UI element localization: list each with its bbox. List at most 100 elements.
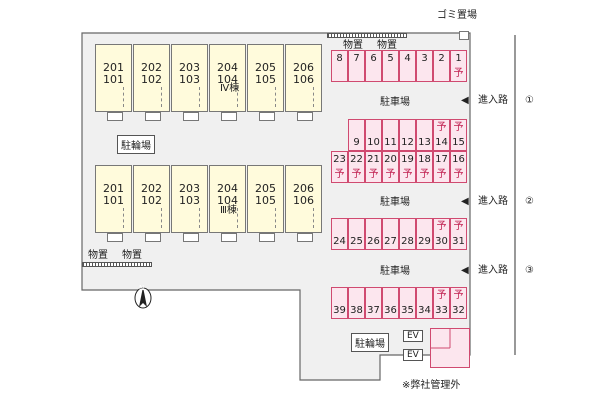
reserved-mark: 予 — [436, 290, 447, 301]
parking-space-13: 13 — [416, 119, 433, 151]
parking-space-3: 3 — [416, 50, 433, 82]
entrance-2-number: ② — [525, 196, 534, 207]
bicycle-parking-2: 駐輪場 — [351, 333, 389, 352]
parking-space-2: 2 — [433, 50, 450, 82]
parking-space-number: 32 — [452, 305, 465, 316]
parking-space-number: 17 — [435, 154, 448, 165]
reserved-mark: 予 — [368, 169, 379, 180]
parking-space-number: 37 — [367, 305, 380, 316]
parking-space-number: 36 — [384, 305, 397, 316]
unit-lower-number: 101 — [103, 73, 124, 86]
unit-lower-number: 103 — [179, 73, 200, 86]
parking-space-21: 予 21 — [365, 151, 382, 183]
entrance-3-arrow-icon: ◀ — [461, 265, 469, 276]
building-iii-unit-step — [107, 233, 123, 242]
unit-upper-number: 201 — [103, 61, 124, 74]
unit-upper-number: 204 — [217, 182, 238, 195]
unit-lower-number: 103 — [179, 194, 200, 207]
unit-lower-number: 106 — [293, 194, 314, 207]
parking-3-label: 駐車場 — [380, 266, 410, 277]
parking-space-number: 39 — [333, 305, 346, 316]
parking-space-number: 9 — [353, 137, 360, 148]
entrance-1-label: 進入路 — [478, 95, 508, 106]
building-iv-unit-step — [221, 112, 237, 121]
parking-space-number: 6 — [370, 53, 377, 64]
parking-space-8: 8 — [331, 50, 348, 82]
parking-space-number: 10 — [367, 137, 380, 148]
parking-space-10: 10 — [365, 119, 382, 151]
reserved-mark: 予 — [334, 169, 345, 180]
building-iv-unit-step — [183, 112, 199, 121]
parking-1-label: 駐車場 — [380, 97, 410, 108]
building-iv-unit-step — [259, 112, 275, 121]
parking-space-4: 4 — [399, 50, 416, 82]
building-iv-unit-step — [297, 112, 313, 121]
entrance-1-number: ① — [525, 95, 534, 106]
parking-space-number: 33 — [435, 305, 448, 316]
parking-space-number: 5 — [387, 53, 394, 64]
parking-space-number: 7 — [353, 53, 360, 64]
ev-2: EV — [403, 349, 423, 361]
parking-space-number: 12 — [401, 137, 414, 148]
reserved-mark: 予 — [436, 122, 447, 133]
reserved-mark: 予 — [402, 169, 413, 180]
ev-parking-area — [430, 328, 470, 368]
entrance-2-label: 進入路 — [478, 196, 508, 207]
storage-top-a: 物置 — [343, 40, 363, 51]
parking-space-39: 39 — [331, 287, 348, 319]
parking-space-29: 29 — [416, 218, 433, 250]
garbage-label: ゴミ置場 — [437, 10, 477, 21]
unit-lower-number: 102 — [141, 194, 162, 207]
parking-space-number: 25 — [350, 236, 363, 247]
north-arrow-icon — [134, 287, 152, 309]
parking-space-number: 1 — [455, 53, 462, 64]
parking-space-number: 3 — [421, 53, 428, 64]
ev-1: EV — [403, 330, 423, 342]
parking-space-number: 30 — [435, 236, 448, 247]
north-label: N — [139, 284, 145, 292]
entrance-1-arrow-icon: ◀ — [461, 95, 469, 106]
management-note: ※弊社管理外 — [402, 380, 461, 391]
parking-space-number: 19 — [401, 154, 414, 165]
building-iii-unit-step — [259, 233, 275, 242]
reserved-mark: 予 — [385, 169, 396, 180]
storage-top-hatch — [327, 33, 407, 38]
unit-upper-number: 206 — [293, 61, 314, 74]
reserved-mark: 予 — [436, 169, 447, 180]
parking-space-19: 予 19 — [399, 151, 416, 183]
parking-space-number: 23 — [333, 154, 346, 165]
parking-space-37: 37 — [365, 287, 382, 319]
storage-bottom-a: 物置 — [88, 250, 108, 261]
parking-space-26: 26 — [365, 218, 382, 250]
unit-lower-number: 102 — [141, 73, 162, 86]
reserved-mark: 予 — [453, 122, 464, 133]
parking-space-number: 2 — [438, 53, 445, 64]
parking-space-number: 21 — [367, 154, 380, 165]
garbage-box — [459, 31, 469, 40]
parking-space-9: 9 — [348, 119, 365, 151]
building-iii-label: Ⅲ棟 — [220, 205, 237, 216]
parking-space-number: 14 — [435, 137, 448, 148]
unit-upper-number: 204 — [217, 61, 238, 74]
parking-space-number: 22 — [350, 154, 363, 165]
unit-lower-number: 105 — [255, 194, 276, 207]
parking-space-number: 34 — [418, 305, 431, 316]
parking-space-17: 予 17 — [433, 151, 450, 183]
parking-space-number: 26 — [367, 236, 380, 247]
reserved-mark: 予 — [351, 169, 362, 180]
parking-space-36: 36 — [382, 287, 399, 319]
parking-space-27: 27 — [382, 218, 399, 250]
parking-space-33: 予 33 — [433, 287, 450, 319]
entrance-3-number: ③ — [525, 265, 534, 276]
parking-space-number: 16 — [452, 154, 465, 165]
unit-upper-number: 202 — [141, 182, 162, 195]
